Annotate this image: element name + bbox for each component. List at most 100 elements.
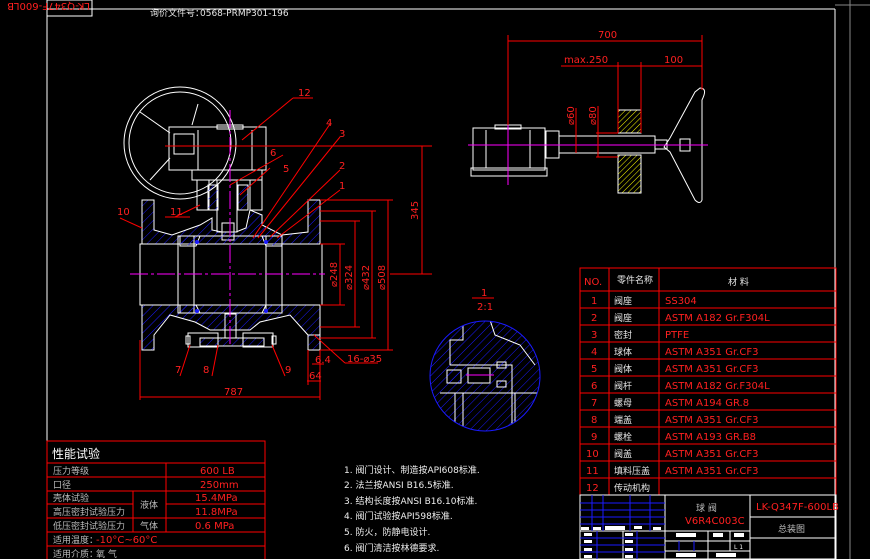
part-material: ASTM A351 Gr.CF3 — [665, 364, 758, 375]
part-number: 12 — [586, 483, 599, 494]
part-number: 1 — [591, 296, 597, 307]
detail-scale: 2:1 — [477, 302, 493, 313]
part-name: 端盖 — [614, 414, 632, 426]
detail-label: 1 — [481, 288, 487, 299]
front-view-dimensions — [119, 97, 432, 400]
parts-table-row: 6 阀杆 ASTM A182 Gr.F304L — [591, 380, 770, 392]
perf-medium-label: 适用介质： — [53, 548, 98, 559]
title-product-name: 球 阀 — [696, 502, 717, 514]
part-name: 阀盖 — [614, 448, 632, 460]
part-callouts: 1 2 3 4 5 6 7 8 9 10 11 12 — [117, 88, 345, 376]
part-name: 密封 — [614, 329, 632, 341]
part-name: 阀杆 — [614, 380, 632, 392]
callout-7: 7 — [175, 365, 181, 376]
part-name: 填料压盖 — [614, 465, 650, 477]
dim-height: 345 — [410, 201, 421, 220]
performance-test-table — [46, 440, 266, 559]
handwheel-icon — [123, 86, 237, 200]
parts-table-row: 4 球体 ASTM A351 Gr.CF3 — [591, 346, 758, 358]
parts-table-row: 2 阀座 ASTM A182 Gr.F304L — [591, 312, 770, 324]
perf-value-pressure-class: 600 LB — [200, 466, 235, 477]
dim-raised-face: 6.4 — [315, 355, 331, 366]
perf-medium-value: 氧 气 — [96, 548, 117, 559]
part-name: 阀座 — [614, 312, 632, 324]
part-material: ASTM A182 Gr.F304L — [665, 313, 770, 324]
callout-4: 4 — [326, 118, 332, 129]
parts-header-material: 材 料 — [728, 276, 749, 288]
side-view-actuator — [468, 87, 708, 203]
dim-overall-length: 787 — [224, 387, 243, 398]
note-3: 3. 结构长度按ANSI B16.10标准. — [344, 495, 477, 507]
dim-wall: 100 — [664, 55, 683, 66]
callout-10: 10 — [117, 207, 130, 218]
perf-value-size: 250mm — [200, 480, 239, 491]
perf-value-lp-seal: 0.6 MPa — [195, 521, 234, 532]
perf-medium-liquid: 液体 — [140, 499, 158, 511]
part-name: 螺栓 — [614, 431, 632, 443]
dim-bolt-holes: 16-⌀35 — [347, 354, 382, 365]
perf-value-hp-seal: 11.8MPa — [195, 507, 238, 518]
part-number: 2 — [591, 313, 597, 324]
inquiry-label: 询价文件号： — [150, 7, 204, 19]
note-1: 1. 阀门设计、制造按API608标准. — [344, 464, 480, 476]
dim-d432: ⌀432 — [361, 265, 372, 290]
parts-table-row: 9 螺栓 ASTM A193 GR.B8 — [591, 431, 756, 443]
perf-label-pressure-class: 压力等级 — [53, 465, 89, 477]
part-number: 9 — [591, 432, 597, 443]
callout-11: 11 — [170, 207, 183, 218]
callout-2: 2 — [339, 161, 345, 172]
title-drawing-title: 总装图 — [778, 523, 805, 535]
perf-label-lp-seal: 低压密封试验压力 — [53, 520, 125, 532]
part-number: 3 — [591, 330, 597, 341]
part-name: 传动机构 — [614, 482, 650, 494]
part-material: ASTM A182 Gr.F304L — [665, 381, 770, 392]
note-4: 4. 阀门试验按API598标准. — [344, 510, 453, 522]
perf-label-hp-seal: 高压密封试验压力 — [53, 506, 125, 518]
part-number: 4 — [591, 347, 597, 358]
perf-temperature-label: 适用温度： — [53, 534, 98, 546]
perf-temperature-value: -10°C~60°C — [96, 535, 157, 546]
callout-12: 12 — [298, 88, 311, 99]
part-number: 7 — [591, 398, 597, 409]
part-material: ASTM A351 Gr.CF3 — [665, 466, 758, 477]
callout-5: 5 — [283, 164, 289, 175]
callout-1: 1 — [339, 181, 345, 192]
dim-max-extension: max.250 — [564, 55, 608, 66]
note-5: 5. 防火，防静电设计. — [344, 526, 430, 538]
parts-table — [579, 267, 837, 496]
perf-medium-gas: 气体 — [140, 520, 158, 532]
part-material: PTFE — [665, 330, 689, 341]
part-name: 球体 — [614, 346, 632, 358]
dim-d508: ⌀508 — [377, 265, 388, 290]
note-2: 2. 法兰按ANSI B16.5标准. — [344, 479, 454, 491]
front-view-valve — [123, 86, 325, 351]
parts-table-row: 3 密封 PTFE — [591, 329, 689, 341]
perf-label-shell-test: 壳体试验 — [53, 492, 89, 504]
technical-notes: 1. 阀门设计、制造按API608标准. 2. 法兰按ANSI B16.5标准.… — [344, 464, 480, 554]
callout-6: 6 — [270, 148, 276, 159]
part-material: ASTM A351 Gr.CF3 — [665, 347, 758, 358]
callout-8: 8 — [203, 365, 209, 376]
performance-title: 性能试验 — [52, 446, 100, 461]
part-material: SS304 — [665, 296, 697, 307]
part-name: 阀座 — [614, 295, 632, 307]
parts-header-no: NO. — [584, 277, 602, 288]
dim-d60: ⌀60 — [566, 106, 577, 125]
parts-header-name: 零件名称 — [617, 274, 653, 286]
mirrored-drawing-code: LK-Q347F-600LB — [7, 0, 90, 11]
parts-table-row: 12 传动机构 — [586, 482, 650, 494]
part-material: ASTM A193 GR.B8 — [665, 432, 756, 443]
inquiry-number: 0568-PRMP301-196 — [200, 9, 289, 19]
parts-table-row: 1 阀座 SS304 — [591, 295, 697, 307]
dim-side-overall: 700 — [598, 30, 617, 41]
title-sheet: L 1 — [734, 544, 743, 551]
part-number: 6 — [591, 381, 597, 392]
part-name: 螺母 — [614, 398, 632, 409]
side-view-dimensions — [507, 35, 703, 158]
part-name: 阀体 — [614, 363, 632, 375]
